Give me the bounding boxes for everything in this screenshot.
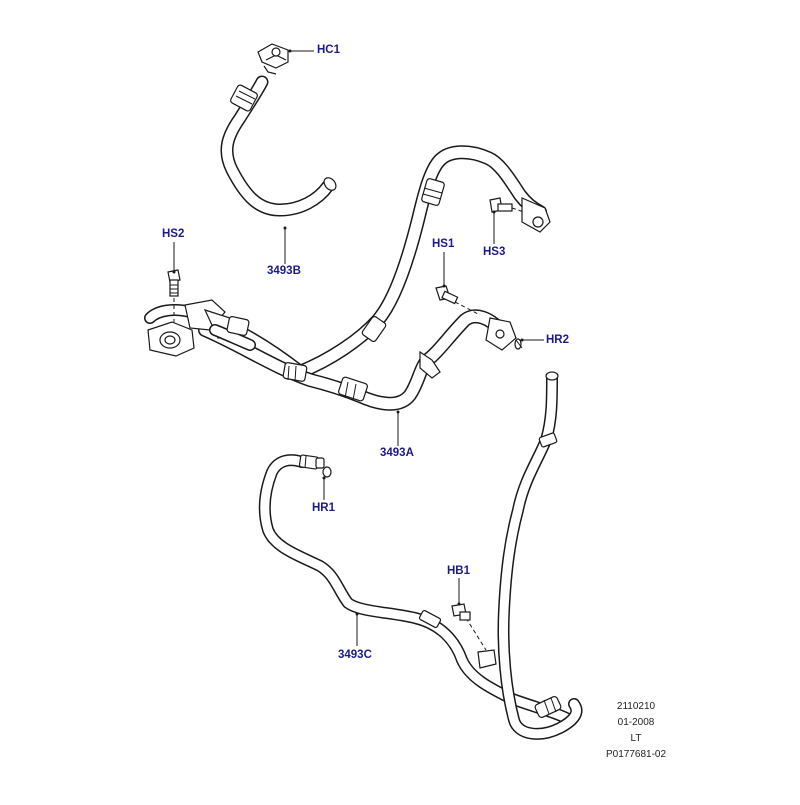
leader-lines [172, 49, 544, 646]
bolt-hb1 [451, 603, 471, 621]
hose-3493c [258, 371, 583, 740]
hose-3493b [220, 75, 337, 217]
connector-block [144, 299, 256, 357]
callout-hs1: HS1 [432, 238, 455, 250]
ref-date: 01-2008 [617, 717, 655, 728]
ref-code: 2110210 [616, 701, 656, 712]
callout-3493c: 3493C [338, 649, 372, 661]
callout-3493b: 3493B [267, 265, 301, 277]
ref-part-number: P0177681-02 [605, 749, 667, 760]
callout-hr2: HR2 [546, 334, 570, 346]
seal-hr1 [322, 466, 332, 478]
ref-lang: LT [630, 733, 642, 744]
callout-hb1: HB1 [447, 565, 471, 577]
bolt-hs3 [489, 197, 525, 213]
callout-3493a: 3493A [380, 447, 414, 459]
clip-hc1 [257, 43, 289, 75]
seal-hr2 [514, 338, 523, 350]
callout-hs2: HS2 [162, 228, 185, 240]
callout-hr1: HR1 [312, 502, 336, 514]
hose-3493a [193, 145, 551, 411]
callout-hc1: HC1 [317, 44, 341, 56]
callout-hs3: HS3 [483, 246, 506, 258]
